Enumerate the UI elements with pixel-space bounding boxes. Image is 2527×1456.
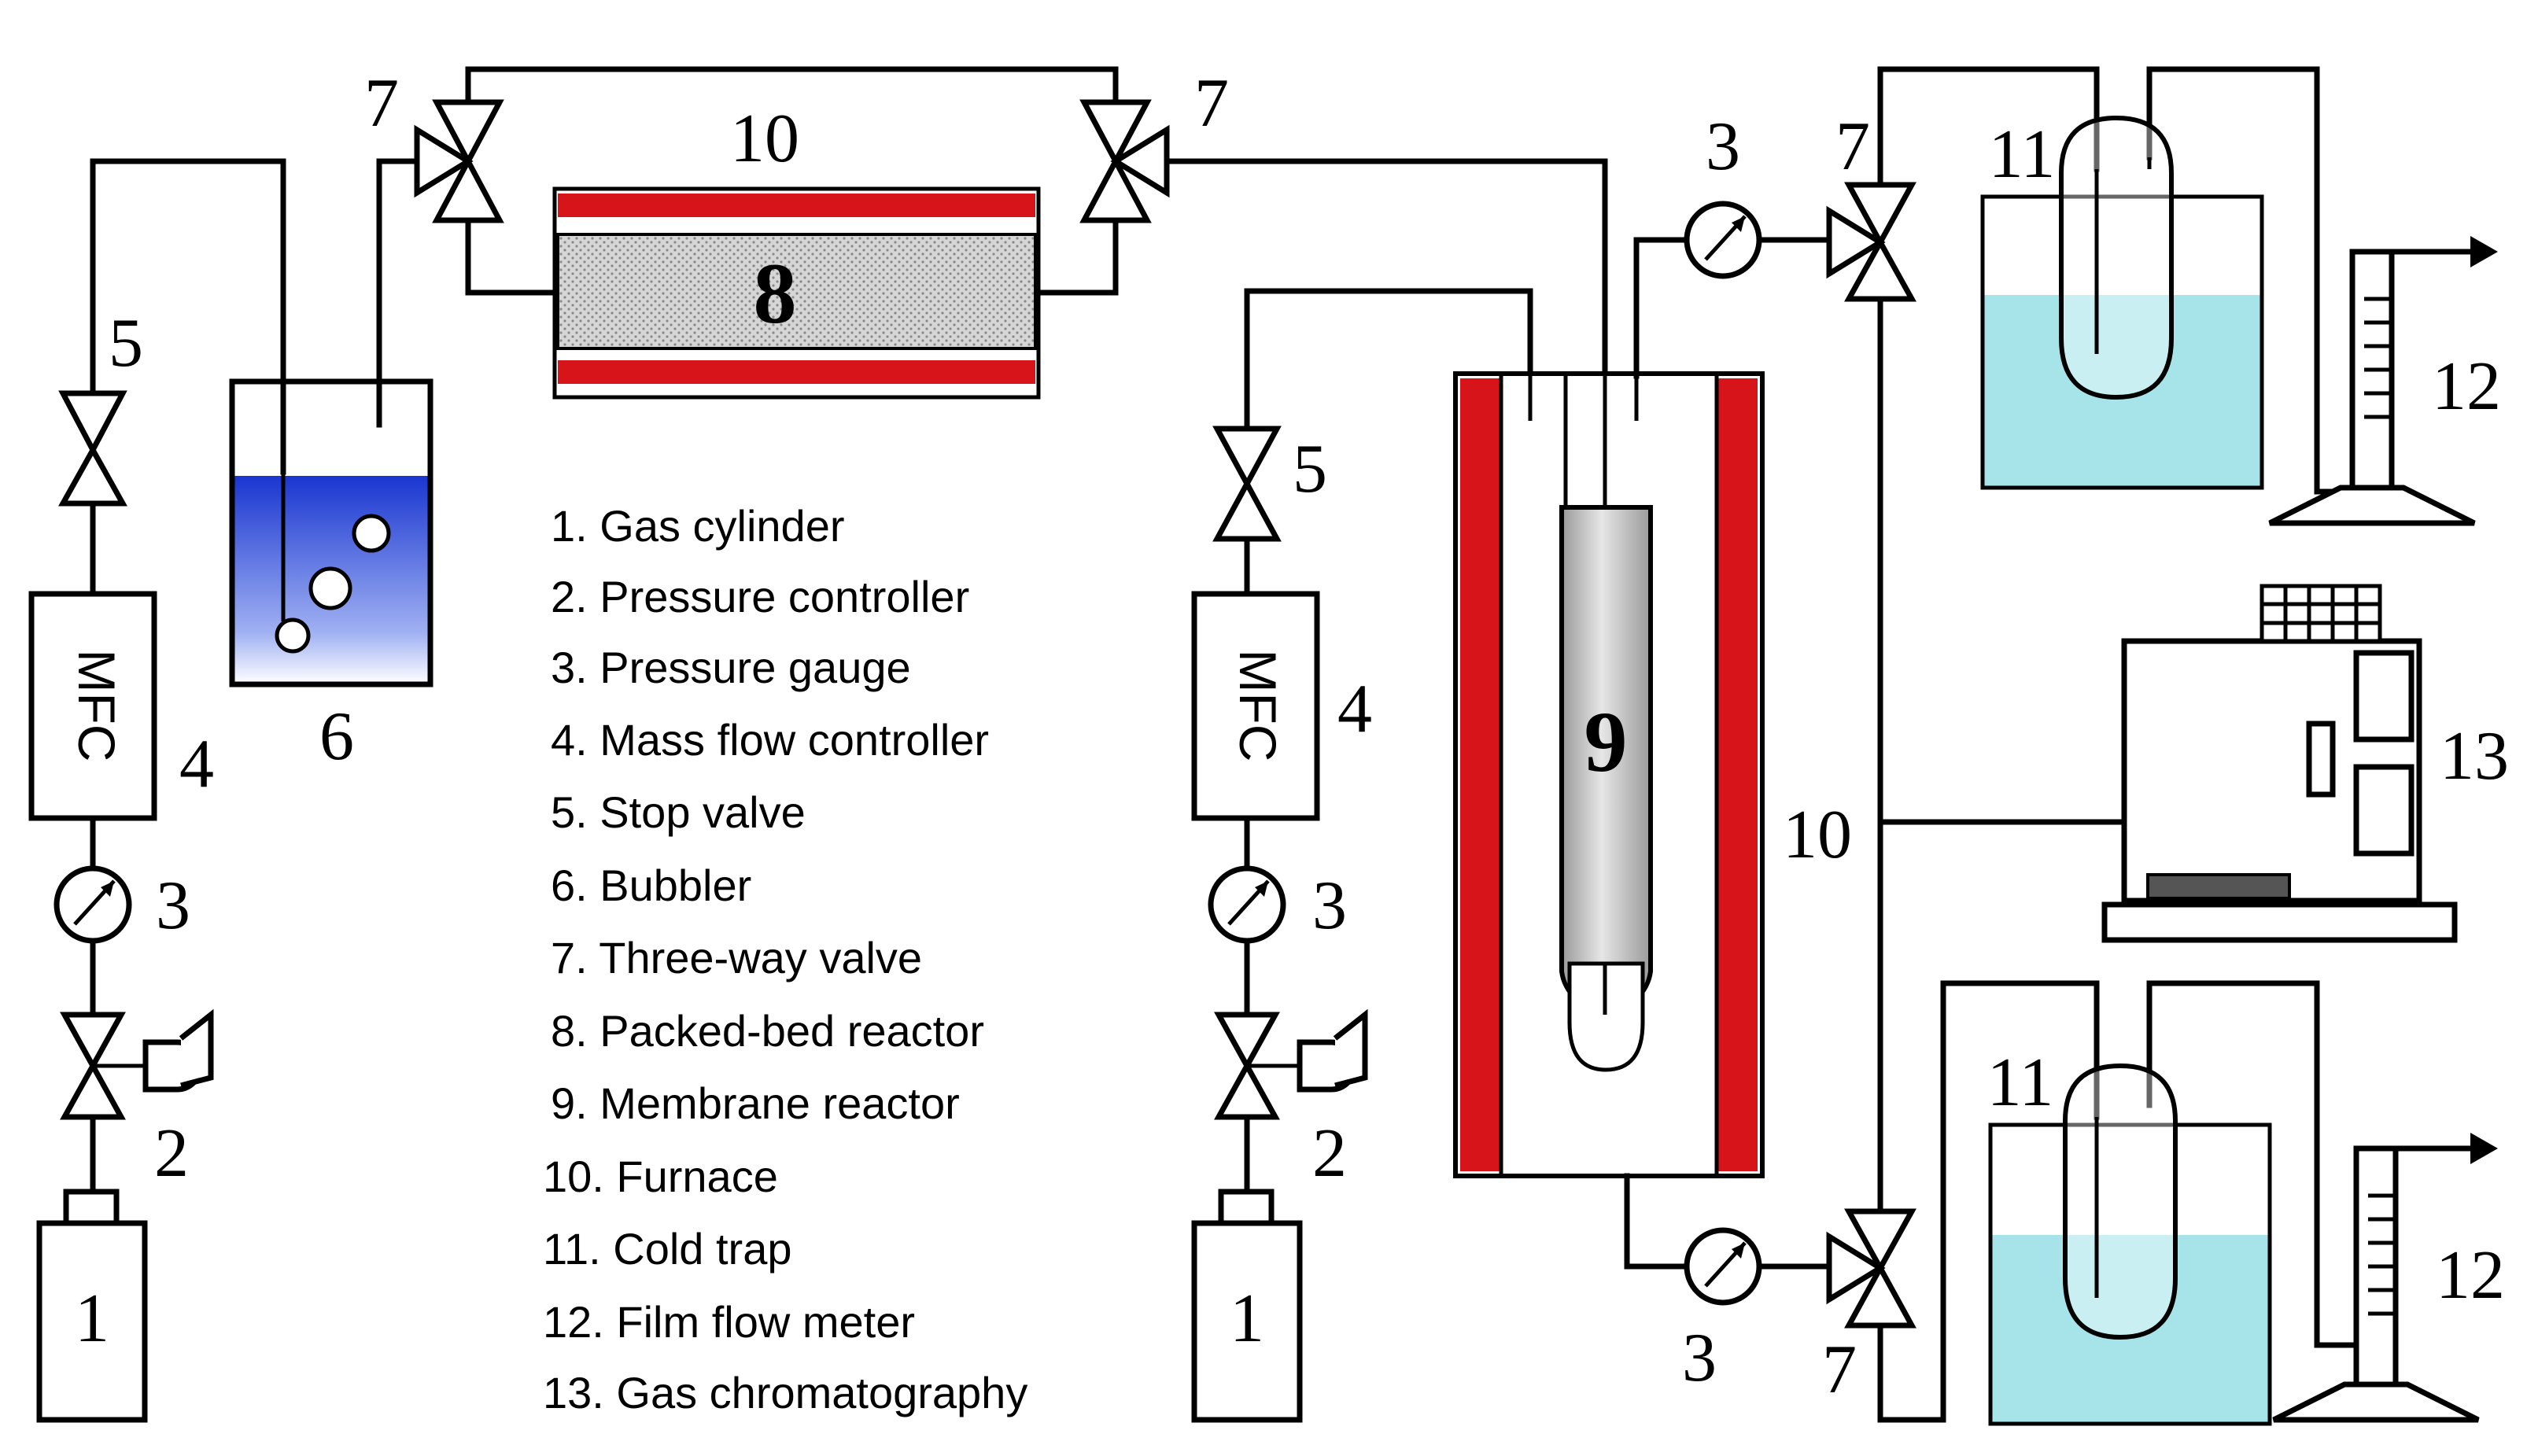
stop-valve-left — [58, 390, 127, 507]
cold-trap-number: 11 — [1989, 116, 2056, 193]
film-flow-meter-number: 12 — [2432, 348, 2501, 425]
pressure-controller-left — [60, 1008, 214, 1120]
reactor-outlet-line — [1035, 186, 1119, 296]
three-way-valve-number-3: 7 — [1835, 109, 1870, 185]
furnace-number: 10 — [1783, 797, 1852, 873]
pressure-gauge-number: 3 — [1312, 868, 1347, 944]
packed-bed-reactor: 8 — [552, 186, 1041, 400]
pressure-gauge-number: 3 — [156, 868, 190, 944]
three-way-valve-number-2: 7 — [1194, 65, 1229, 142]
legend-item: 5. Stop valve — [551, 787, 806, 837]
bubbler — [229, 158, 433, 687]
legend-item: 3. Pressure gauge — [551, 643, 911, 692]
membrane-reactor-furnace: 9 — [1453, 371, 1765, 1178]
gas-cylinder-number: 1 — [1230, 1281, 1264, 1357]
three-way-valve-permeate — [1826, 182, 1916, 302]
mass-flow-controller-left: MFC — [28, 591, 157, 821]
reactor-inlet-line — [465, 186, 558, 296]
pressure-controller-number: 2 — [154, 1115, 189, 1192]
gas-chromatography-number: 13 — [2440, 718, 2509, 794]
pressure-gauge-number: 3 — [1706, 109, 1740, 185]
gas-cylinder-number: 1 — [75, 1281, 109, 1357]
pressure-controller-middle — [1214, 1008, 1368, 1120]
mass-flow-controller-number: 4 — [179, 726, 214, 802]
membrane-reactor-number: 9 — [1584, 694, 1628, 790]
legend-item: 10. Furnace — [543, 1152, 778, 1201]
film-flow-meter-bottom — [2272, 1133, 2498, 1423]
stop-valve-middle — [1212, 426, 1282, 542]
gas-cylinder-middle: 1 — [1191, 1189, 1303, 1423]
cold-trap-top — [1980, 115, 2264, 490]
mfc-label: MFC — [1229, 650, 1287, 762]
legend-item: 4. Mass flow controller — [551, 715, 989, 765]
legend-item: 11. Cold trap — [543, 1224, 791, 1274]
three-way-valve-number-4: 7 — [1822, 1332, 1857, 1408]
pressure-gauge-left — [53, 865, 132, 944]
bypass-line — [465, 66, 1119, 129]
stop-valve-number: 5 — [1293, 431, 1327, 507]
gas-chromatograph — [2101, 584, 2458, 943]
film-flow-meter-number: 12 — [2436, 1237, 2505, 1314]
legend: 1. Gas cylinder 2. Pressure controller 3… — [543, 501, 1027, 1417]
legend-item: 2. Pressure controller — [551, 572, 969, 621]
pressure-gauge-retentate — [1684, 1227, 1762, 1306]
cold-trap-bottom-outlet — [2146, 980, 2359, 1348]
bubbler-number: 6 — [319, 699, 354, 775]
cold-trap-bottom-inlet — [1877, 980, 2100, 1423]
three-way-valve-top-right — [1079, 99, 1170, 223]
stop-valve-number: 5 — [109, 305, 143, 382]
legend-item: 6. Bubbler — [551, 861, 751, 910]
mfc-label: MFC — [68, 650, 126, 762]
film-flow-meter-top — [2268, 236, 2498, 526]
mass-flow-controller-middle: MFC — [1191, 591, 1320, 821]
three-way-valve-retentate — [1826, 1208, 1916, 1329]
retentate-line — [1624, 1173, 1688, 1270]
pressure-gauge-number: 3 — [1682, 1320, 1717, 1396]
mass-flow-controller-number: 4 — [1337, 671, 1372, 747]
pressure-gauge-middle — [1208, 865, 1286, 944]
legend-item: 13. Gas chromatography — [543, 1368, 1027, 1417]
gas-cylinder-left: 1 — [36, 1189, 148, 1423]
legend-item: 12. Film flow meter — [543, 1297, 915, 1347]
furnace-number-top: 10 — [730, 101, 799, 177]
legend-item: 1. Gas cylinder — [551, 501, 845, 551]
three-way-valve-top-left — [414, 99, 504, 223]
packed-bed-reactor-number: 8 — [754, 245, 797, 341]
cold-trap-number: 11 — [1987, 1045, 2054, 1121]
permeate-line — [1633, 237, 1688, 379]
legend-item: 7. Three-way valve — [551, 933, 922, 982]
pressure-gauge-permeate — [1684, 201, 1762, 279]
pressure-controller-number: 2 — [1312, 1115, 1347, 1192]
legend-item: 9. Membrane reactor — [551, 1078, 960, 1128]
three-way-valve-number-1: 7 — [364, 65, 399, 142]
legend-item: 8. Packed-bed reactor — [551, 1006, 984, 1056]
to-membrane-line — [1153, 158, 1608, 400]
cold-trap-top-inlet — [1877, 66, 2100, 172]
cold-trap-bottom — [1988, 1063, 2272, 1426]
